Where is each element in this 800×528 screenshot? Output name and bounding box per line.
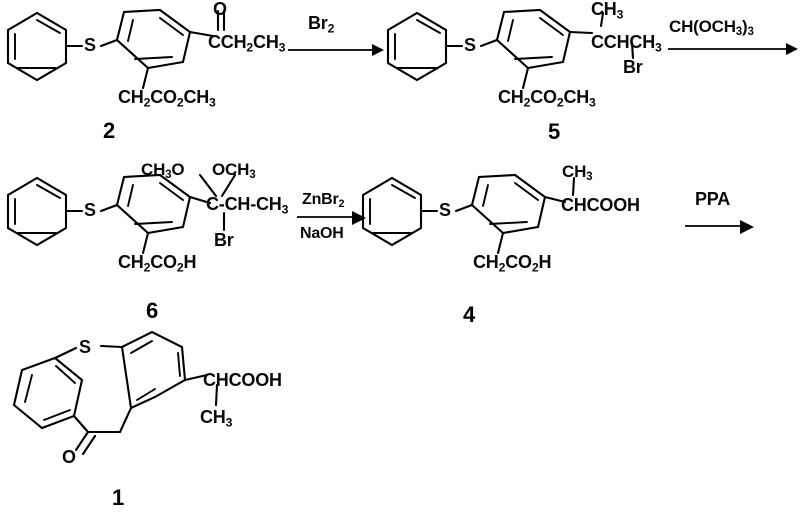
reagent-br: Br (308, 13, 328, 33)
acyl-ch: CH (253, 32, 279, 52)
reagent-ppa-label: PPA (695, 189, 731, 209)
c6-och-right-sub: 3 (249, 169, 256, 182)
reagent-br-sub: 2 (327, 21, 335, 36)
reagent-naoh-label: NaOH (300, 225, 344, 242)
compound-2-thioether-label: S (84, 35, 96, 55)
compound-1-methyl-label: CH3 (200, 408, 232, 429)
compound-5-bromo-label: Br (623, 57, 643, 77)
c6-acid-sub2: 2 (176, 260, 184, 275)
compound-5-thioether-label: S (464, 35, 476, 55)
reagent-znbr2-label: ZnBr2 (302, 191, 345, 211)
c6-ch-left: CH (141, 160, 166, 179)
reagent-trimethyl-orthoformate-label: CH(OCH3)3 (669, 18, 754, 39)
compound-1-chain-label: CHCOOH (203, 370, 282, 390)
reagent-znbr: ZnBr (302, 191, 339, 208)
arrow-znbr2-naoh (297, 211, 366, 225)
c4-acid-sub2: 2 (531, 260, 539, 275)
c6-och-right: OCH (212, 160, 250, 179)
c4-acid-co: CO (505, 252, 532, 272)
acyl-sub-3: 3 (278, 40, 286, 55)
compound-1-ketone-oxygen-label: O (62, 447, 76, 467)
compound-4-chain-label: CHCOOH (561, 195, 640, 215)
compound-2-ketone-oxygen-label: O (213, 0, 227, 19)
c5-ch-sub: 3 (616, 7, 624, 22)
c6-chain-sub: 3 (281, 202, 289, 217)
ester-ch: CH (118, 87, 144, 107)
compound-2-ester-chain-label: CH2CO2CH3 (118, 88, 216, 109)
c6-ch-left-sub: 3 (165, 169, 172, 182)
compound-6-number: 6 (146, 298, 159, 323)
c1-ch-sub: 3 (225, 415, 233, 430)
arrow-trimethyl-orthoformate (668, 43, 798, 55)
compound-6-chain-label: C-CH-CH3 (206, 195, 288, 216)
compound-4-thioether-label: S (439, 200, 451, 220)
c5-ester-sub2: 2 (556, 95, 564, 110)
reagent-ch-och: CH(OCH (669, 17, 736, 36)
c6-acid-sub1: 2 (143, 260, 151, 275)
c4-acid-sub1: 2 (498, 260, 506, 275)
c6-acid-ch: CH (118, 252, 144, 272)
c6-chain: C-CH-CH (206, 194, 282, 214)
compound-4-number: 4 (463, 302, 476, 327)
c4-ch: CH (562, 162, 587, 181)
compound-6-central-ring (115, 173, 192, 235)
compound-4-phenyl-ring (361, 176, 423, 247)
c5-chain-sub: 3 (655, 40, 662, 55)
compound-1-right-benzene-ring (120, 330, 187, 410)
c4-acid-ch: CH (473, 252, 499, 272)
row-3-structure-compound-1 (12, 330, 219, 456)
ester-sub-2b: 2 (176, 95, 184, 110)
arrow-ppa (685, 220, 754, 234)
ester-sub-2: 2 (143, 95, 151, 110)
compound-6-methoxy-right-label: OCH3 (212, 160, 256, 182)
compound-6-phenyl-ring (6, 176, 68, 247)
compound-6-thioether-label: S (84, 200, 96, 220)
c5-ester-sub1: 2 (523, 95, 531, 110)
compound-5-phenyl-ring (386, 11, 448, 82)
compound-5-chain-label: CCHCH3 (591, 33, 662, 54)
c6-acid-h: H (183, 252, 197, 272)
c6-o-left: O (171, 160, 185, 179)
c5-ester-ch3: CH (563, 87, 590, 107)
compound-4-central-ring (470, 173, 547, 235)
c4-acid-h: H (538, 252, 552, 272)
compound-5-ester-chain-label: CH2CO2CH3 (498, 88, 596, 109)
compound-4-acid-chain-label: CH2CO2H (473, 253, 551, 274)
ester-co: CO (150, 87, 177, 107)
ester-ch3: CH (183, 87, 210, 107)
compound-1-thioether-label: S (79, 337, 91, 357)
compound-5-number: 5 (548, 119, 561, 144)
c5-chain: CCHCH (591, 32, 655, 52)
arrow-br2 (288, 44, 384, 56)
acyl-c-ch: CCH (208, 32, 247, 52)
compound-6-bromo-label: Br (214, 230, 234, 250)
c5-ester-ch: CH (498, 87, 524, 107)
compound-5-methyl-top-label: CH3 (591, 0, 623, 21)
row-1-structures (6, 8, 635, 90)
compound-6-methoxy-left-label: CH3O (141, 160, 185, 182)
reagent-znbr-sub: 2 (338, 198, 345, 211)
reagent-och-sub: 3 (735, 26, 743, 39)
ester-sub-3: 3 (209, 95, 216, 110)
compound-2-number: 2 (103, 118, 116, 143)
compound-2-central-ring (115, 8, 192, 70)
c6-acid-co: CO (150, 252, 177, 272)
acyl-sub-2: 2 (246, 40, 254, 55)
reagent-paren-sub: 3 (747, 26, 754, 39)
compound-4-methyl-top-label: CH3 (562, 162, 593, 184)
compound-1-number: 1 (112, 485, 125, 510)
reagent-paren: ) (742, 17, 748, 36)
reagent-br2-label: Br2 (308, 14, 334, 35)
c4-ch-sub: 3 (586, 171, 593, 184)
row-2-structures (6, 173, 576, 255)
compound-2-phenyl-ring (6, 11, 68, 82)
compound-5-central-ring (495, 8, 572, 70)
c5-ester-co: CO (530, 87, 557, 107)
compound-6-acid-chain-label: CH2CO2H (118, 253, 196, 274)
c5-ester-sub3: 3 (589, 95, 596, 110)
compound-1-left-benzene-ring (12, 356, 84, 430)
c5-ch: CH (591, 0, 617, 19)
compound-2-acyl-chain-label: CCH2CH3 (208, 33, 285, 54)
c1-ch: CH (200, 407, 226, 427)
